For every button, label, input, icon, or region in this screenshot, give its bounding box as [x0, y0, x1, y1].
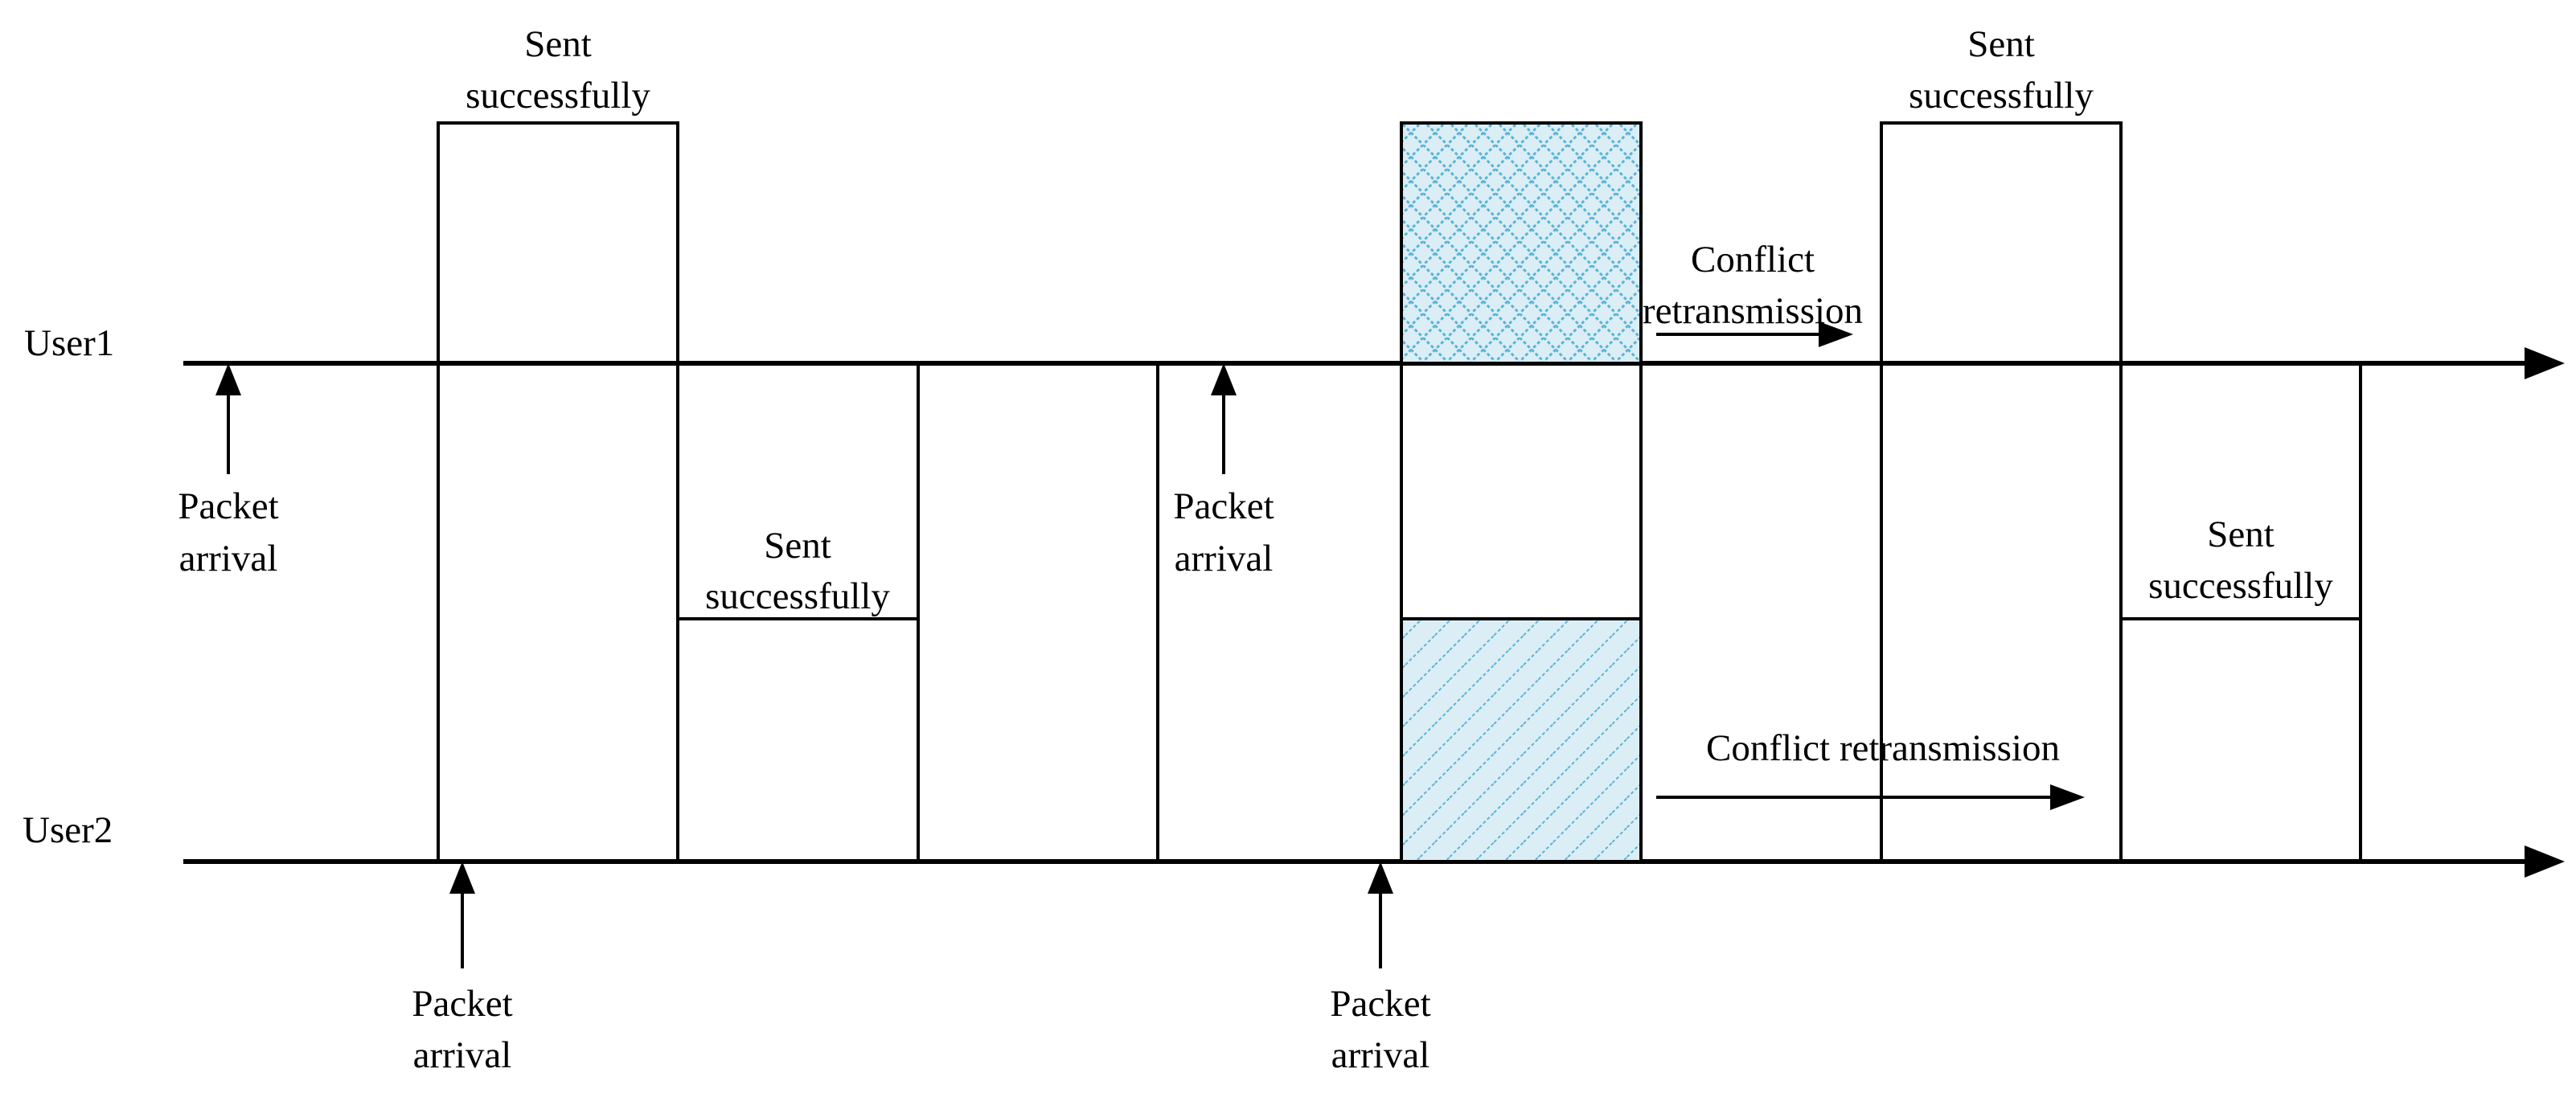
user1-conflict-label-b: retransmission	[1643, 290, 1863, 332]
user1-packet-1	[437, 121, 679, 365]
user1-retransmission-arrow	[1656, 321, 1853, 347]
user2-retransmission-arrow	[1656, 784, 2085, 810]
user1-arrival-label-2: Packet	[1173, 485, 1274, 527]
user2-label: User2	[23, 809, 113, 851]
user2-arrival-label-2b: arrival	[1331, 1034, 1430, 1076]
user1-packet-2	[1880, 121, 2123, 365]
user2-arrival-label-1: Packet	[412, 983, 512, 1025]
user2-arrival-label-1b: arrival	[413, 1034, 512, 1076]
user2-conflict-label: Conflict retransmission	[1706, 727, 2060, 769]
user1-conflict-label: Conflict	[1691, 239, 1815, 280]
user2-timeline	[183, 845, 2565, 878]
user2-sent-label-2b: successfully	[2148, 565, 2333, 607]
user1-sent-label-2b: successfully	[1909, 75, 2094, 117]
user1-arrival-arrow-2	[1211, 363, 1237, 474]
user1-sent-label-2: Sent	[1967, 23, 2035, 65]
user1-collision-packet	[1400, 121, 1643, 365]
user1-label: User1	[24, 322, 114, 364]
user1-arrival-label-1: Packet	[178, 485, 278, 527]
user1-arrival-arrow-1	[215, 363, 241, 474]
user2-arrival-label-2: Packet	[1330, 983, 1430, 1025]
user2-arrival-arrow-2	[1368, 862, 1393, 968]
user1-arrival-label-1b: arrival	[179, 538, 278, 579]
user1-arrival-label-2b: arrival	[1175, 538, 1274, 579]
user1-sent-label-1b: successfully	[466, 75, 650, 117]
user2-sent-label-2: Sent	[2207, 514, 2275, 555]
user2-collision-packet	[1400, 617, 1643, 863]
user2-arrival-arrow-1	[449, 862, 475, 968]
user2-sent-label-1: Sent	[764, 525, 831, 567]
user1-sent-label-1: Sent	[524, 23, 592, 65]
slot-dividers	[437, 363, 2362, 862]
user2-sent-label-1b: successfully	[705, 575, 890, 617]
